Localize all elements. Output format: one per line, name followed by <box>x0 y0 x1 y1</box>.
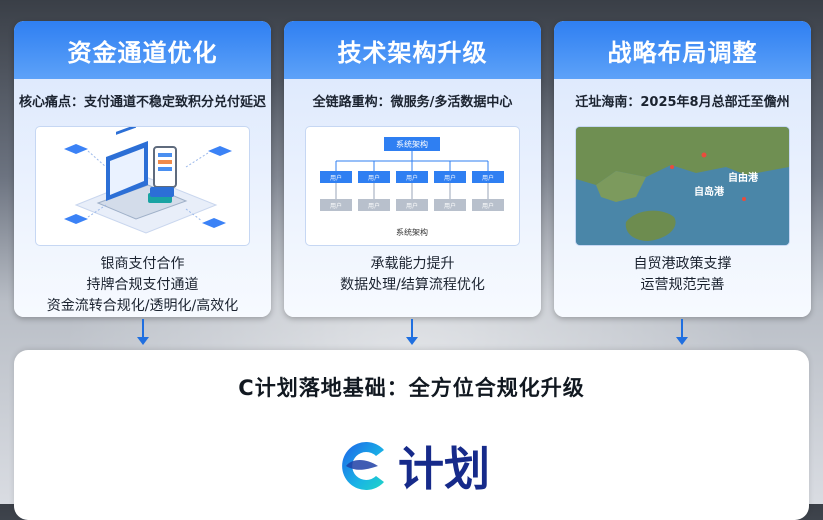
card-title: 战略布局调整 <box>554 21 811 79</box>
arch-node-label: 用户 <box>368 174 380 182</box>
hainan-map: 自由港 自岛港 <box>576 127 789 245</box>
arch-caption: 系统架构 <box>396 227 428 237</box>
c-plan-logo: 计划 <box>332 436 490 496</box>
down-arrow-icon <box>137 319 149 345</box>
map-label: 自由港 <box>728 171 759 184</box>
card-title: 技术架构升级 <box>284 21 541 79</box>
arch-node <box>472 199 504 211</box>
arch-node <box>320 171 352 183</box>
map-marker <box>742 197 746 201</box>
map-marker <box>701 152 707 158</box>
arch-node-label: 用户 <box>444 202 456 210</box>
arch-root-label: 系统架构 <box>396 139 428 149</box>
arch-node <box>396 199 428 211</box>
card-body: 迁址海南：2025年8月总部迁至儋州 自由港 自岛港 自贸港政策支撑 运营规范完… <box>554 79 811 317</box>
map-marker <box>670 165 674 169</box>
card-subtitle: 全链路重构：微服务/多活数据中心 <box>312 95 513 110</box>
card-points: 承载能力提升 数据处理/结算流程优化 <box>284 254 541 296</box>
arch-node <box>434 171 466 183</box>
arch-node <box>434 199 466 211</box>
arch-node-label: 用户 <box>330 202 342 210</box>
architecture-diagram-svg: 系统架构 用户用户用户用户用户 用户用户用户用户用户 系统架构 <box>320 137 504 237</box>
arch-node-label: 用户 <box>406 202 418 210</box>
laptop-network-icon <box>64 124 232 234</box>
arch-node <box>472 171 504 183</box>
card-body: 核心痛点：支付通道不稳定致积分兑付延迟 <box>14 79 271 317</box>
arch-node <box>320 199 352 211</box>
arch-node-label: 用户 <box>330 174 342 182</box>
card-fund-channel: 资金通道优化 核心痛点：支付通道不稳定致积分兑付延迟 <box>14 21 271 317</box>
arch-node <box>396 171 428 183</box>
arch-node <box>358 199 390 211</box>
map-svg: 自由港 自岛港 <box>576 127 789 245</box>
point-item: 自贸港政策支撑 <box>633 256 732 272</box>
card-strategy-layout: 战略布局调整 迁址海南：2025年8月总部迁至儋州 自由港 自岛港 自贸港政策支… <box>554 21 811 317</box>
point-item: 银商支付合作 <box>100 256 185 272</box>
arch-node-label: 用户 <box>406 174 418 182</box>
card-points: 银商支付合作 持牌合规支付通道 资金流转合规化/透明化/高效化 <box>14 254 271 317</box>
arch-root-node <box>384 137 440 151</box>
card-tech-architecture: 技术架构升级 全链路重构：微服务/多活数据中心 系统架构 用户用户用户用户用户 … <box>284 21 541 317</box>
arch-node-label: 用户 <box>368 202 380 210</box>
down-arrow-icon <box>406 319 418 345</box>
laptop-payment-illustration <box>36 124 249 245</box>
point-item: 资金流转合规化/透明化/高效化 <box>46 298 239 314</box>
card-title: 资金通道优化 <box>14 21 271 79</box>
architecture-diagram: 系统架构 用户用户用户用户用户 用户用户用户用户用户 系统架构 <box>306 127 519 245</box>
card-subtitle: 核心痛点：支付通道不稳定致积分兑付延迟 <box>18 95 266 110</box>
card-body: 全链路重构：微服务/多活数据中心 系统架构 用户用户用户用户用户 用户用户用户用… <box>284 79 541 317</box>
point-item: 数据处理/结算流程优化 <box>340 277 485 293</box>
arch-node <box>358 171 390 183</box>
down-arrow-icon <box>676 319 688 345</box>
point-item: 承载能力提升 <box>370 256 455 272</box>
arch-node-label: 用户 <box>482 202 494 210</box>
card-subtitle: 迁址海南：2025年8月总部迁至儋州 <box>575 95 790 110</box>
card-points: 自贸港政策支撑 运营规范完善 <box>554 254 811 296</box>
bottom-panel: C计划落地基础：全方位合规化升级 计划 <box>14 350 809 520</box>
point-item: 运营规范完善 <box>640 277 725 293</box>
c-logo-icon <box>342 442 384 490</box>
bottom-title: C计划落地基础：全方位合规化升级 <box>238 376 585 400</box>
arch-node-label: 用户 <box>444 174 456 182</box>
map-label: 自岛港 <box>694 185 725 198</box>
logo-text: 计划 <box>398 442 490 496</box>
point-item: 持牌合规支付通道 <box>86 277 199 293</box>
arch-node-label: 用户 <box>482 174 494 182</box>
